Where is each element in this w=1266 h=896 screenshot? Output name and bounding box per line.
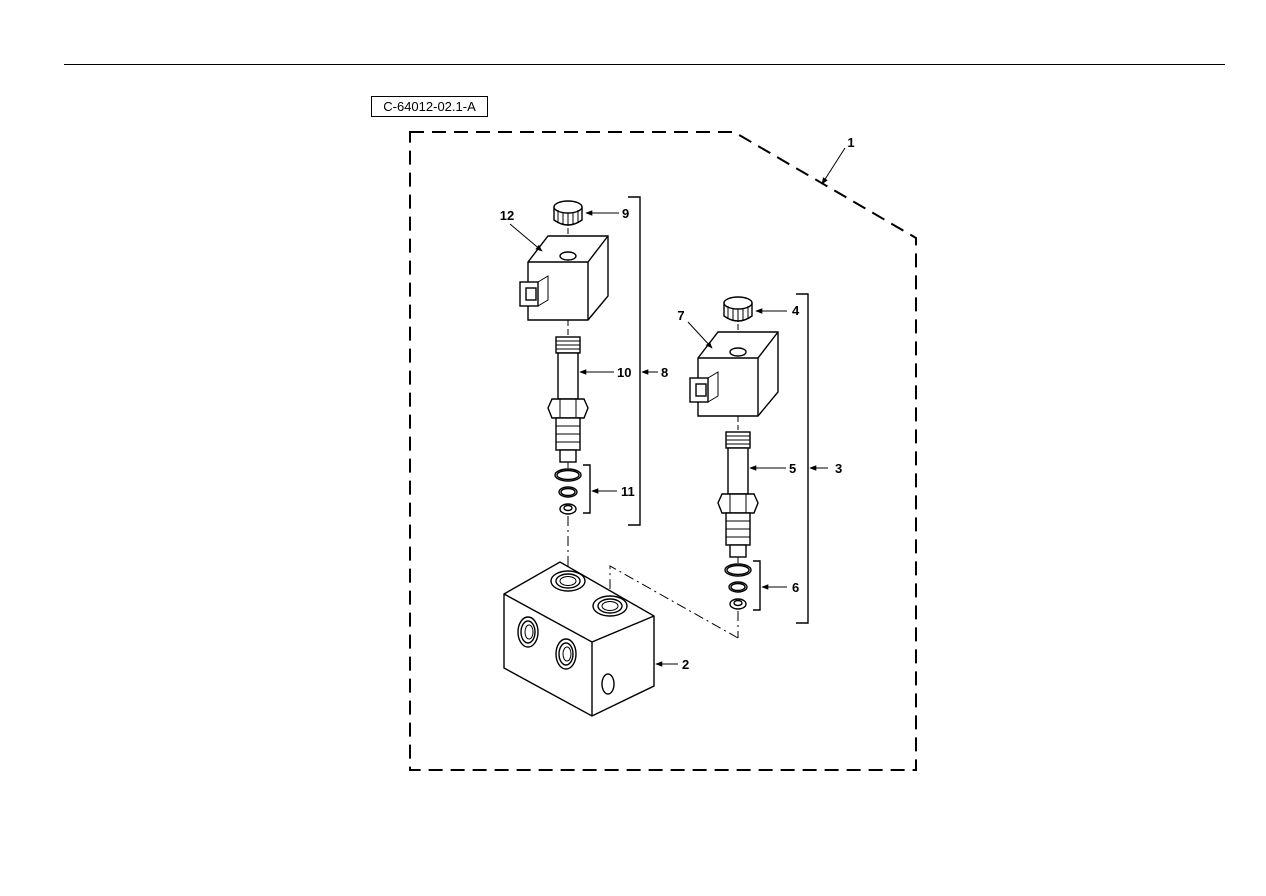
header-rule xyxy=(64,64,1225,65)
manifold-block-item-2 xyxy=(503,561,655,717)
callout-12: 12 xyxy=(500,208,514,223)
callout-4: 4 xyxy=(792,303,800,318)
bracket-item-6 xyxy=(753,560,761,611)
bracket-item-8 xyxy=(628,196,641,526)
seal-kit-item-11 xyxy=(554,468,582,515)
callout-9: 9 xyxy=(622,206,629,221)
figure-id-label: C-64012-02.1-A xyxy=(371,96,488,117)
bracket-item-3 xyxy=(796,293,809,624)
cartridge-item-10 xyxy=(547,336,589,463)
callout-7: 7 xyxy=(677,308,684,323)
nut-item-4 xyxy=(723,296,753,322)
coil-item-7 xyxy=(689,331,779,417)
cartridge-item-5 xyxy=(717,431,759,558)
assembly-boundary xyxy=(409,131,917,771)
callout-6: 6 xyxy=(792,580,799,595)
callout-10: 10 xyxy=(617,365,631,380)
callout-8: 8 xyxy=(661,365,668,380)
bracket-item-11 xyxy=(583,464,591,514)
callout-5: 5 xyxy=(789,461,796,476)
callout-1: 1 xyxy=(847,135,854,150)
seal-kit-item-6 xyxy=(724,563,752,610)
callout-11: 11 xyxy=(621,484,635,499)
callout-3: 3 xyxy=(835,461,842,476)
coil-item-12 xyxy=(519,235,609,321)
leader-7 xyxy=(687,321,713,349)
nut-item-9 xyxy=(553,200,583,226)
leader-1 xyxy=(821,147,846,185)
callout-2: 2 xyxy=(682,657,689,672)
leader-12 xyxy=(509,223,543,252)
